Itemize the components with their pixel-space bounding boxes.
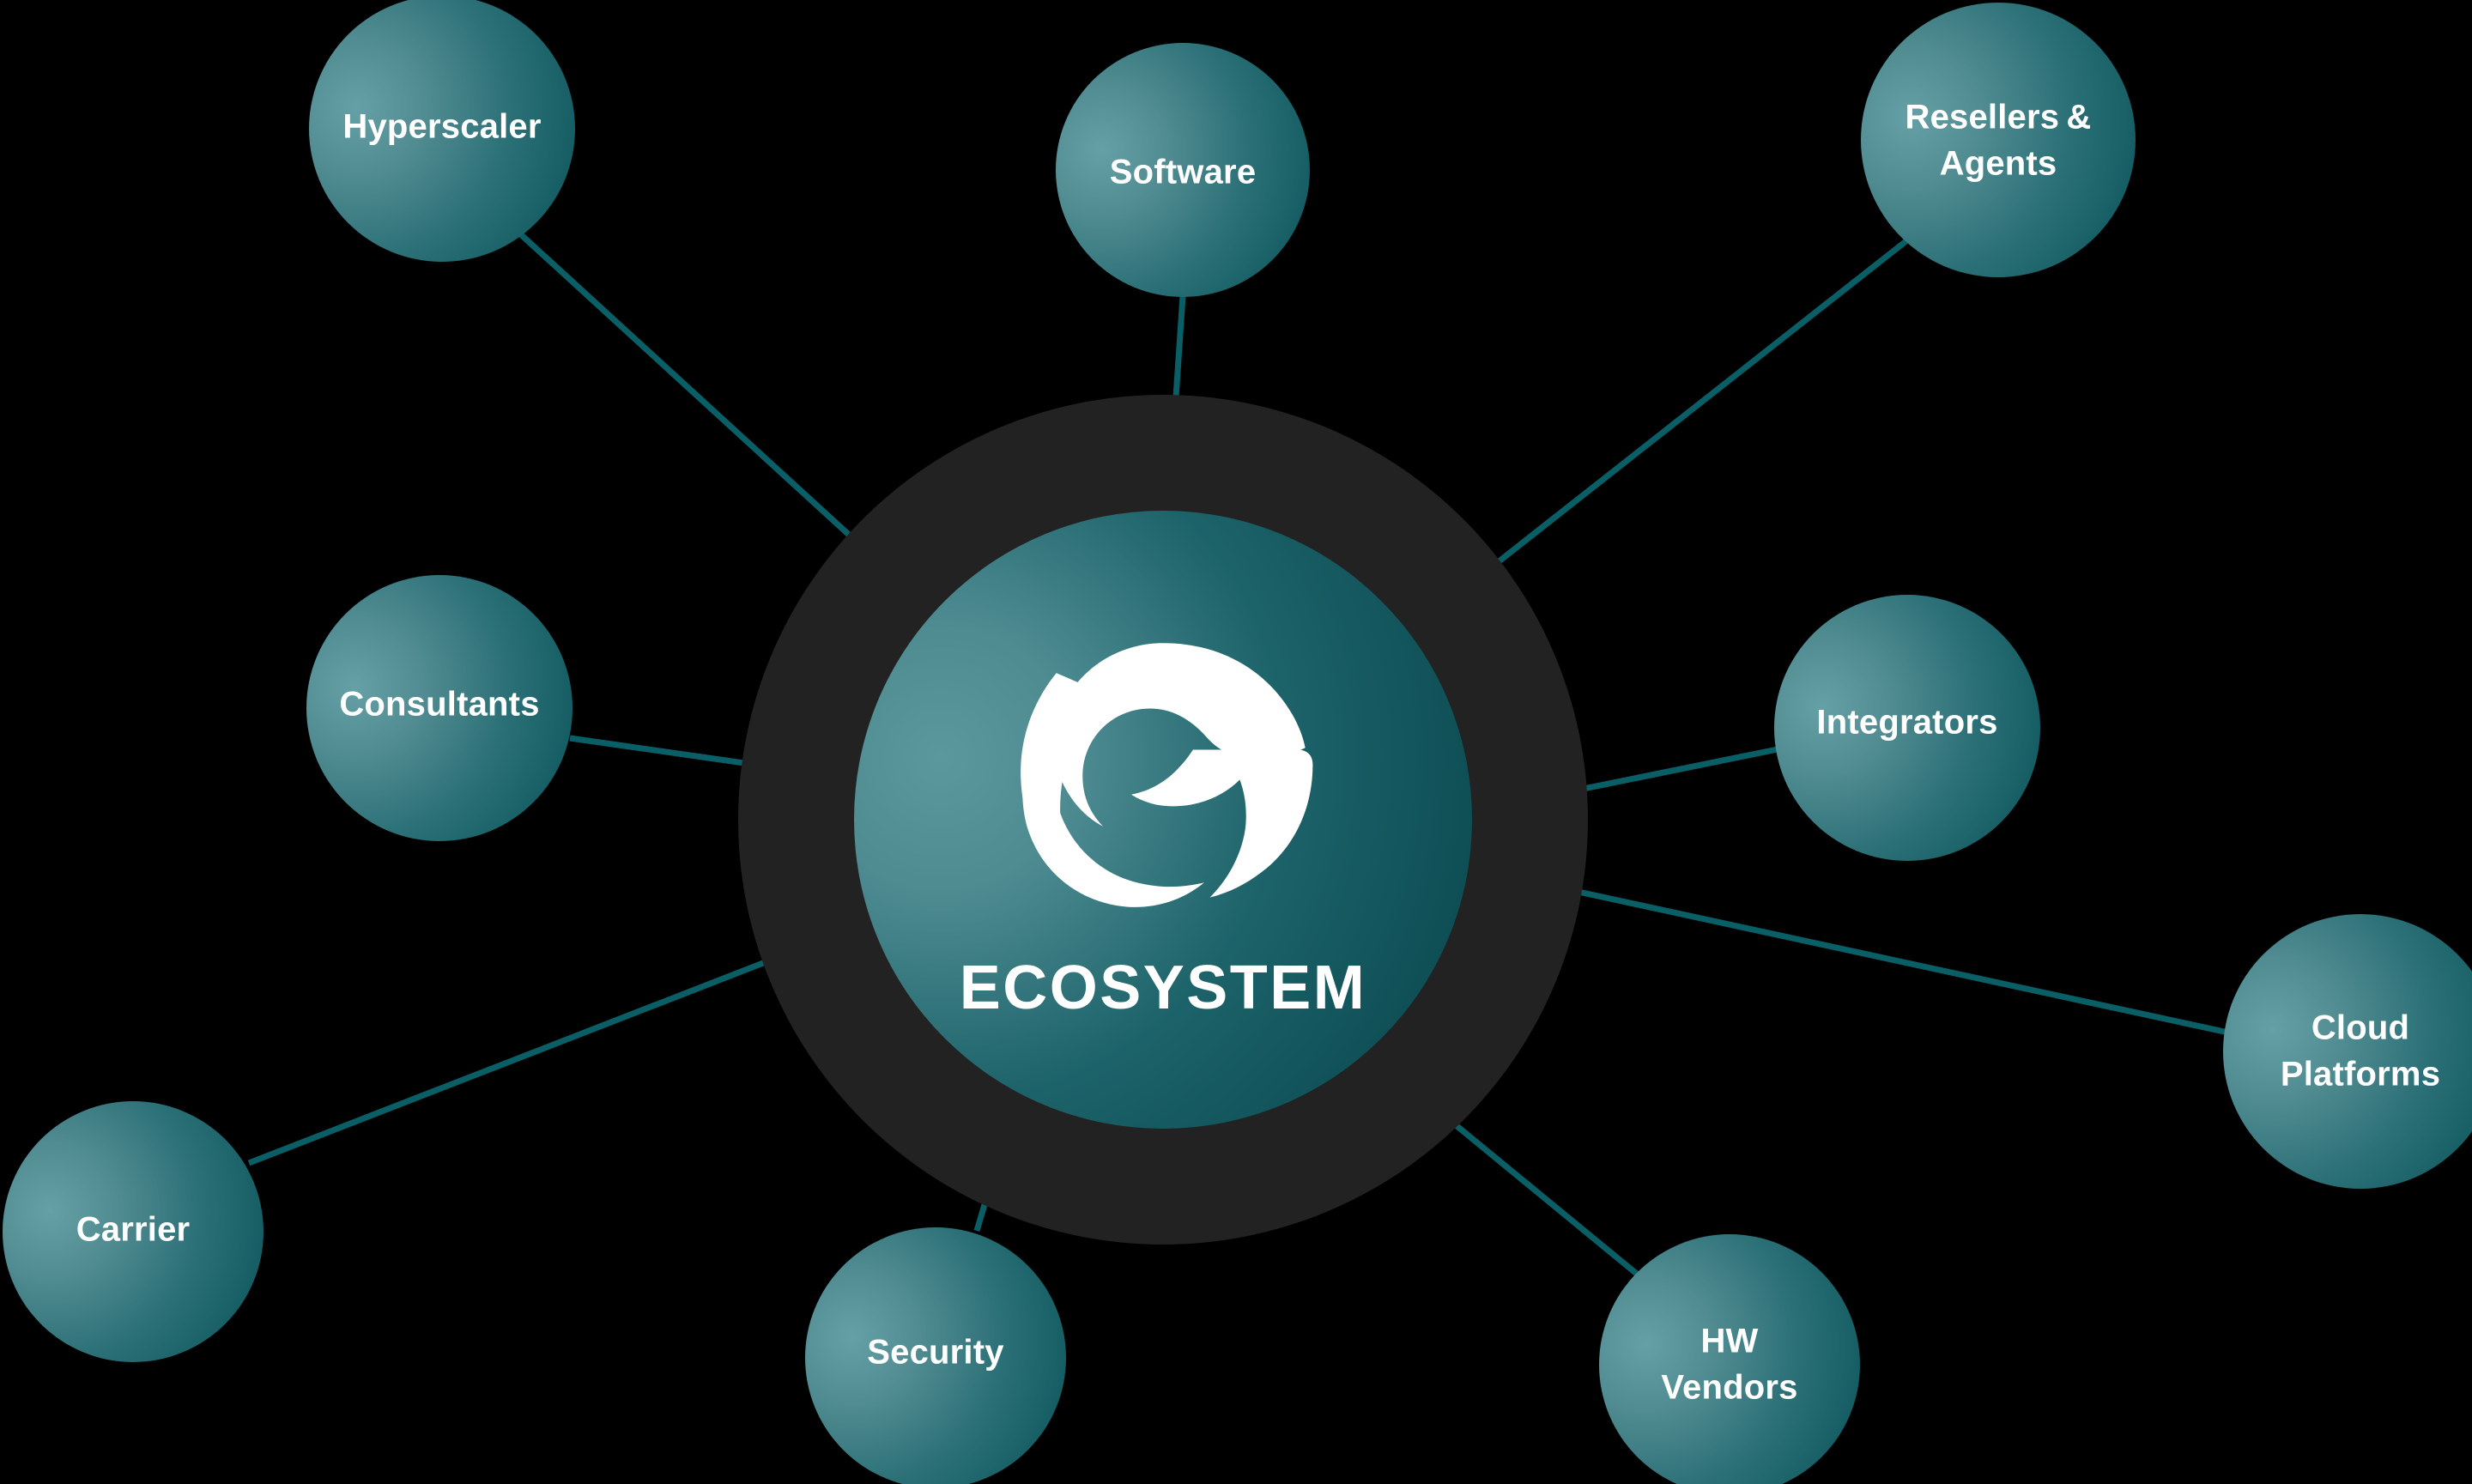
node-integrators[interactable]: Integrators (1774, 595, 2040, 861)
node-label-hw-vendors-line2: Vendors (1661, 1369, 1797, 1407)
node-label-software: Software (1110, 154, 1257, 191)
node-label-carrier: Carrier (76, 1211, 191, 1249)
node-circle-hw-vendors[interactable] (1599, 1234, 1860, 1484)
node-label-hw-vendors-line1: HW (1700, 1323, 1758, 1360)
node-circle-resellers-agents[interactable] (1861, 3, 2136, 277)
node-label-consultants: Consultants (339, 686, 539, 724)
node-cloud-platforms[interactable]: Cloud Platforms (2223, 914, 2472, 1189)
node-label-hyperscaler: Hyperscaler (342, 108, 541, 146)
node-circle-carrier[interactable] (3, 1101, 264, 1362)
node-label-resellers-agents-line2: Agents (1940, 145, 2057, 183)
connector-cloud-platforms (1463, 863, 2229, 1036)
node-hw-vendors[interactable]: HW Vendors (1599, 1234, 1860, 1484)
node-consultants[interactable]: Consultants (306, 575, 573, 841)
node-hyperscaler[interactable]: Hyperscaler (309, 0, 575, 262)
node-circle-security[interactable] (805, 1227, 1066, 1484)
node-security[interactable]: Security (805, 1227, 1066, 1484)
node-circle-integrators[interactable] (1774, 595, 2040, 861)
node-label-cloud-platforms-line2: Platforms (2281, 1056, 2440, 1093)
hub-node[interactable]: ECOSYSTEM (738, 395, 1588, 1245)
hub-inner-circle (854, 511, 1472, 1129)
hub-title: ECOSYSTEM (960, 954, 1367, 1022)
node-circle-cloud-platforms[interactable] (2223, 914, 2472, 1189)
node-carrier[interactable]: Carrier (3, 1101, 264, 1362)
node-label-security: Security (867, 1334, 1004, 1372)
node-label-integrators: Integrators (1816, 704, 1997, 742)
g-swoosh-logo (1021, 643, 1313, 907)
node-circle-consultants[interactable] (306, 575, 573, 841)
node-label-resellers-agents-line1: Resellers & (1905, 99, 2091, 136)
node-circle-software[interactable] (1056, 43, 1310, 297)
node-software[interactable]: Software (1056, 43, 1310, 297)
node-resellers-agents[interactable]: Resellers & Agents (1861, 3, 2136, 277)
node-circle-hyperscaler[interactable] (309, 0, 575, 262)
node-label-cloud-platforms-line1: Cloud (2311, 1009, 2409, 1047)
